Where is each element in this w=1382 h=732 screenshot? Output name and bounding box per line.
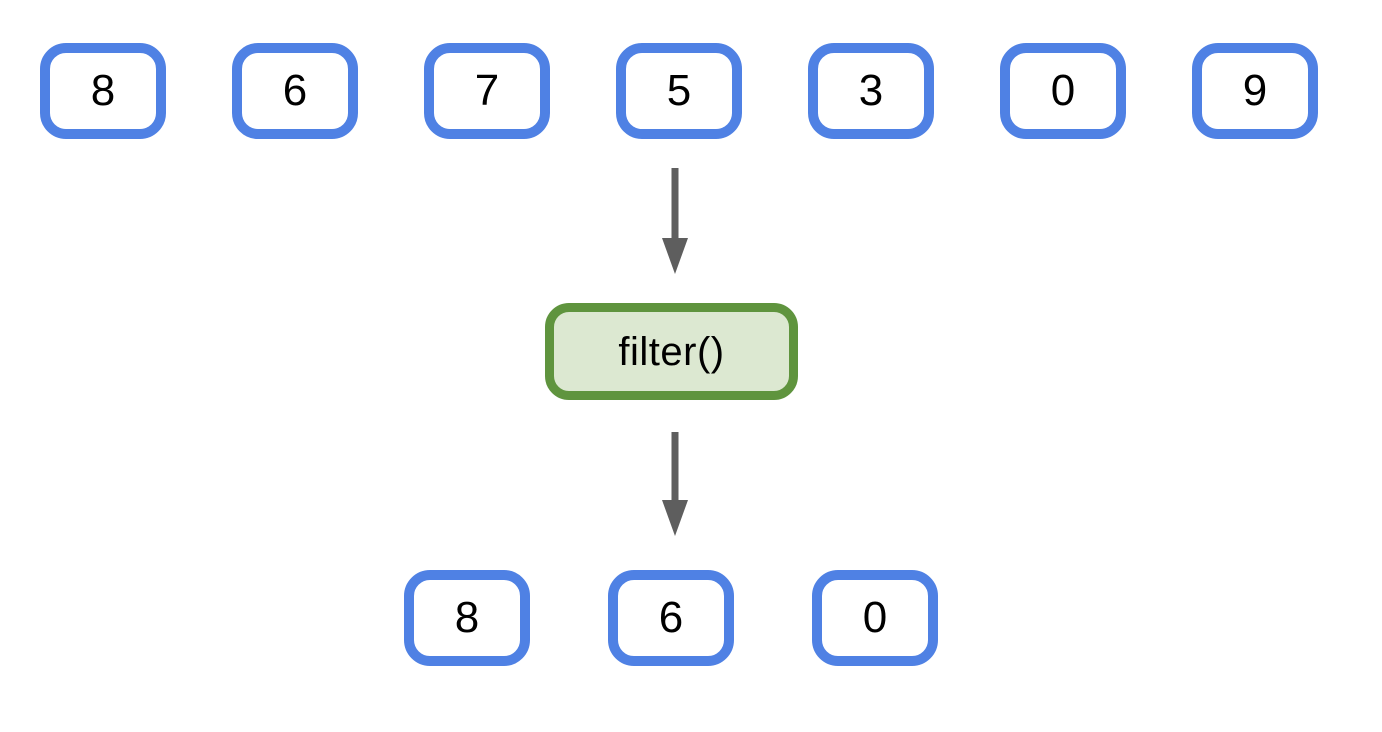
down-arrow-icon — [662, 432, 688, 536]
input-value: 0 — [1050, 66, 1076, 115]
output-value: 6 — [658, 593, 684, 642]
input-row: 8 6 7 5 3 0 9 — [40, 43, 1318, 139]
input-value-box: 6 — [232, 43, 358, 139]
output-value: 8 — [454, 593, 480, 642]
input-value: 3 — [858, 66, 884, 115]
input-value-box: 0 — [1000, 43, 1126, 139]
down-arrow-icon — [662, 168, 688, 274]
input-value-box: 3 — [808, 43, 934, 139]
input-value-box: 7 — [424, 43, 550, 139]
output-value-box: 8 — [404, 570, 530, 666]
output-value-box: 0 — [812, 570, 938, 666]
filter-operation-label: filter() — [618, 329, 725, 374]
input-value: 7 — [474, 66, 500, 115]
input-value-box: 5 — [616, 43, 742, 139]
output-row: 8 6 0 — [404, 570, 938, 666]
input-value: 9 — [1242, 66, 1268, 115]
input-value-box: 8 — [40, 43, 166, 139]
input-value-box: 9 — [1192, 43, 1318, 139]
input-value: 5 — [666, 66, 692, 115]
input-value: 8 — [90, 66, 116, 115]
output-value-box: 6 — [608, 570, 734, 666]
input-value: 6 — [282, 66, 308, 115]
output-value: 0 — [862, 593, 888, 642]
filter-operation-box: filter() — [545, 303, 798, 400]
